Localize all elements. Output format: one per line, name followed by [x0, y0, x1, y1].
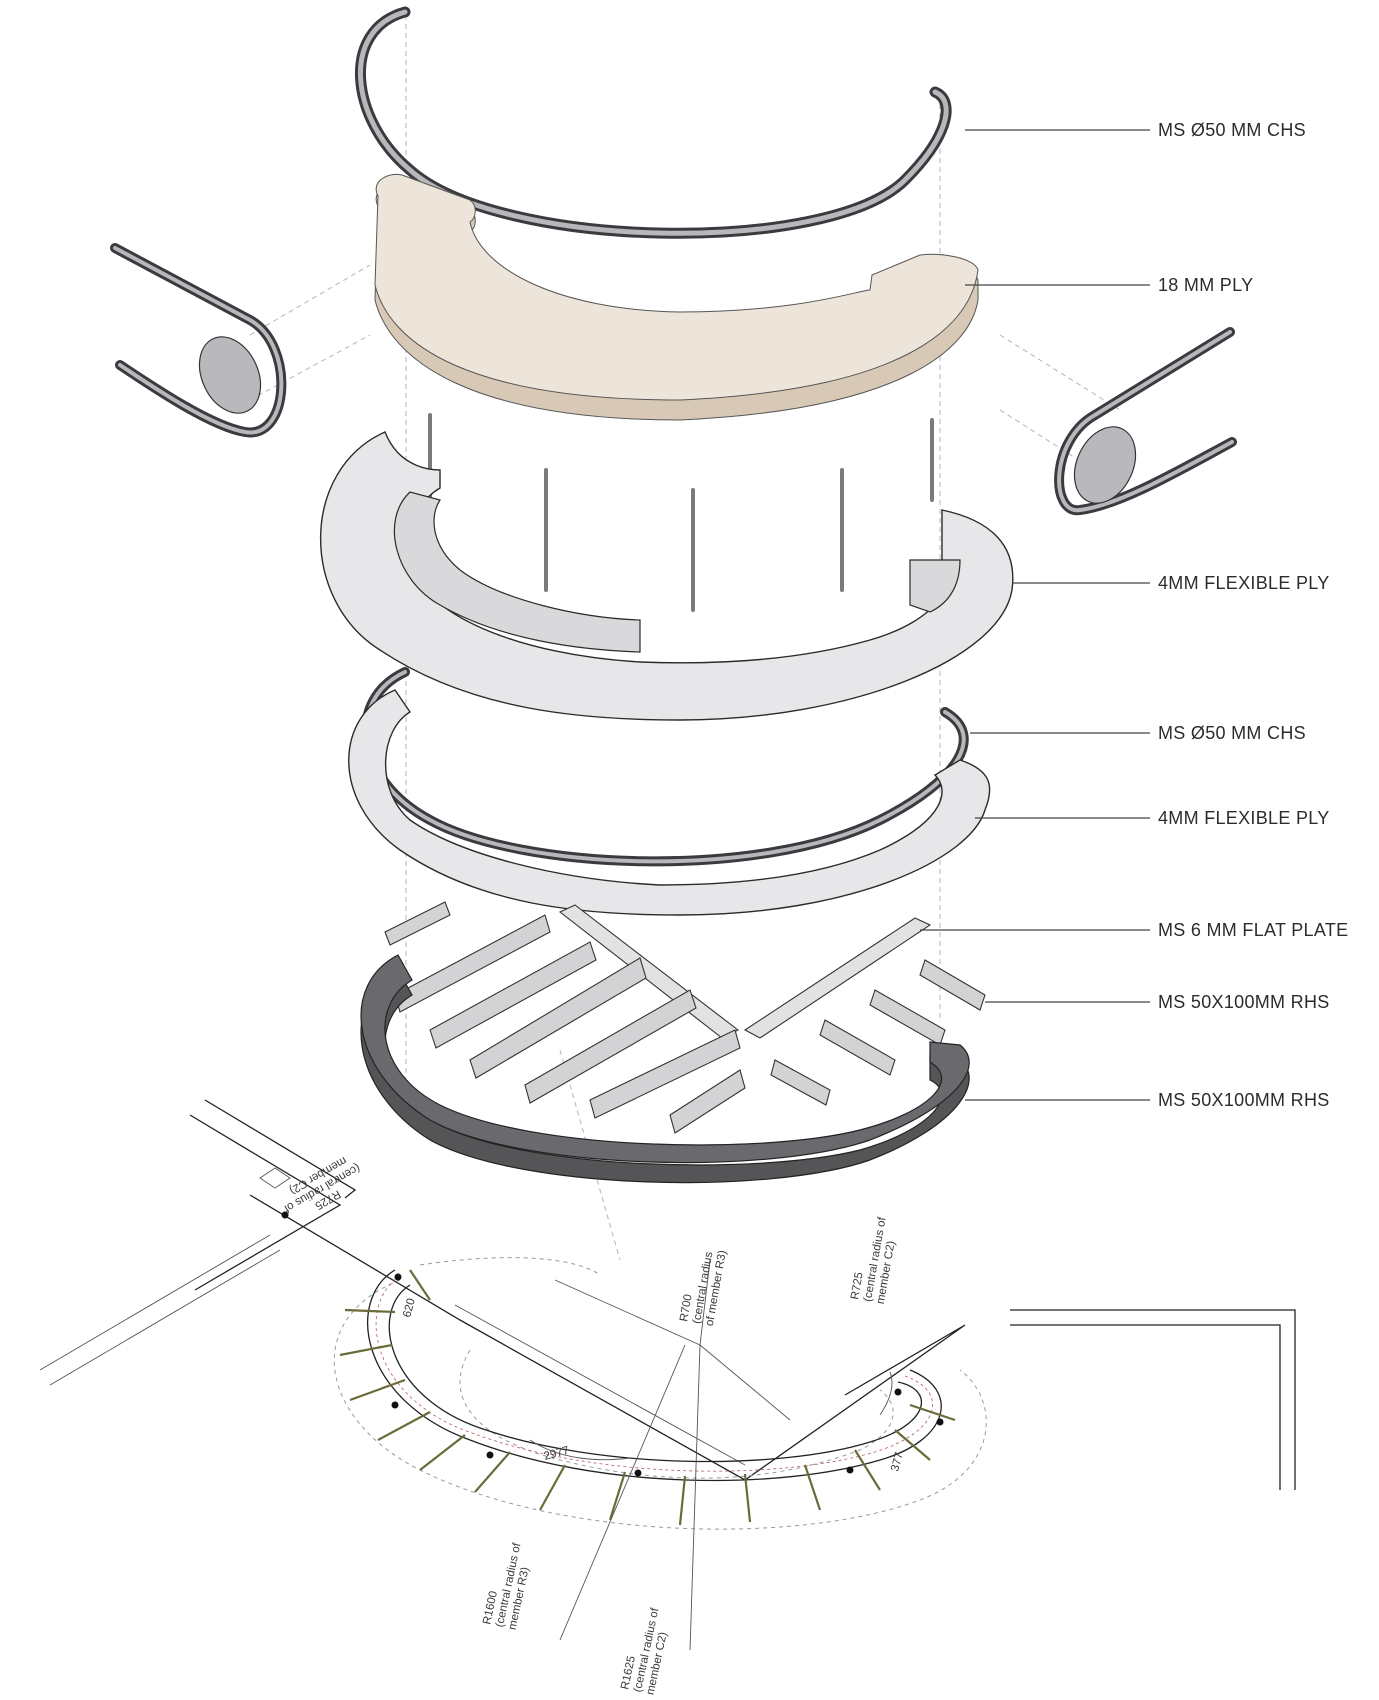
flexible-ply-lower: [348, 689, 991, 916]
label-flex-ply-2: 4MM FLEXIBLE PLY: [1158, 808, 1330, 828]
top-chs-ring: [355, 6, 952, 239]
right-disc: [1073, 426, 1137, 504]
label-flat-plate: MS 6 MM FLAT PLATE: [1158, 920, 1348, 940]
flexible-ply-upper: [319, 431, 1014, 721]
label-rhs-1: MS 50X100MM RHS: [1158, 992, 1330, 1012]
plan-nodes: [281, 1211, 944, 1477]
left-disc: [198, 336, 262, 414]
label-chs-mid: MS Ø50 MM CHS: [1158, 723, 1306, 743]
label-chs-top: MS Ø50 MM CHS: [1158, 120, 1306, 140]
plan-annotations: R725 (central radius of member C2) R700 …: [281, 1154, 906, 1696]
plan-dim-2977: 2977: [543, 1445, 571, 1463]
left-bent-tube: [110, 243, 287, 438]
label-flex-ply-1: 4MM FLEXIBLE PLY: [1158, 573, 1330, 593]
plan-dim-377: 377: [889, 1451, 906, 1473]
ply-18mm-board: [374, 173, 979, 421]
right-bent-tube: [1054, 327, 1237, 516]
plan-drawing: R725 (central radius of member C2) R700 …: [39, 1099, 1296, 1696]
plan-dim-620: 620: [401, 1297, 418, 1319]
vertical-rods: [428, 413, 934, 612]
plan-radial-joists: [339, 1269, 956, 1526]
leader-lines: [920, 129, 1150, 1101]
bottom-rhs-ring: [360, 954, 970, 1184]
component-labels: MS Ø50 MM CHS 18 MM PLY 4MM FLEXIBLE PLY…: [1158, 120, 1348, 1110]
plan-r725-right-a: R725: [849, 1271, 866, 1300]
plan-r700-a: R700: [678, 1293, 695, 1322]
flat-plate-frame: [384, 901, 986, 1134]
label-rhs-2: MS 50X100MM RHS: [1158, 1090, 1330, 1110]
label-ply-18: 18 MM PLY: [1158, 275, 1253, 295]
rhs-joists: [394, 914, 986, 1134]
plan-dimension-lines: [529, 1259, 893, 1651]
